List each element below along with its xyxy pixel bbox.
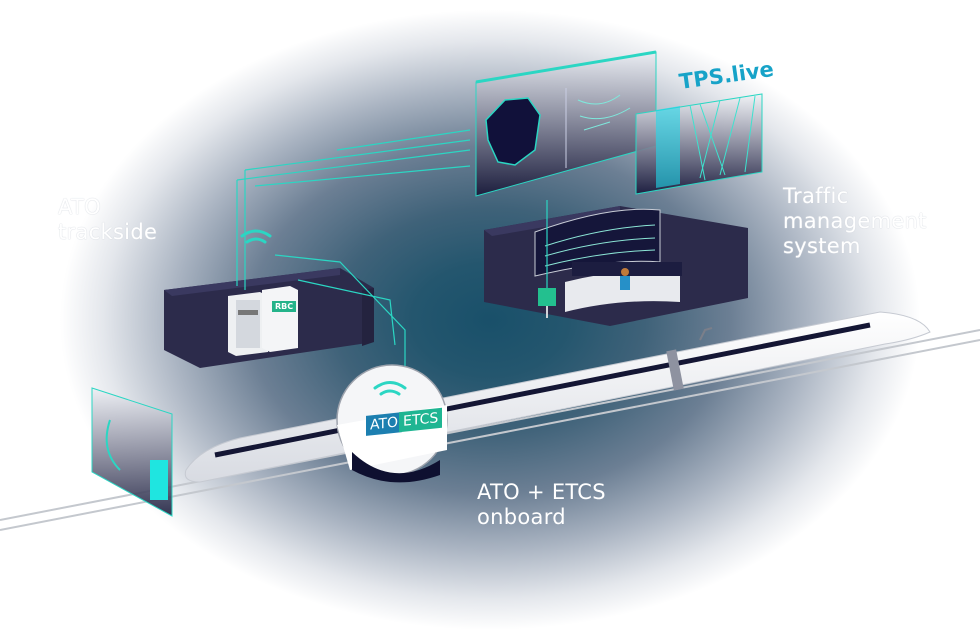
ato-etcs-onboard-line2: onboard [477, 505, 566, 529]
trackside-room [164, 268, 374, 368]
onboard-magnifier [336, 364, 448, 483]
traffic-management-line1: Traffic [783, 184, 849, 208]
driver-display-panel [91, 387, 173, 517]
wifi-icon-trackside [240, 229, 272, 244]
ato-chip: ATO [366, 412, 403, 436]
control-room [484, 206, 748, 326]
ato-trackside-label: ATO trackside [58, 195, 157, 245]
tps-live-screen [635, 93, 763, 195]
traffic-management-line3: system [783, 234, 861, 258]
ato-etcs-onboard-label: ATO + ETCS onboard [477, 480, 606, 530]
wifi-icon-onboard [373, 381, 407, 396]
traffic-management-label: Traffic management system [783, 184, 927, 259]
traffic-management-line2: management [783, 209, 927, 233]
ato-etcs-onboard-line1: ATO + ETCS [477, 480, 606, 504]
map-screen [475, 50, 657, 197]
connection-lines [236, 129, 548, 380]
ato-trackside-line1: ATO [58, 195, 101, 219]
ato-trackside-line2: trackside [58, 220, 158, 244]
rbc-label: RBC [272, 301, 297, 312]
